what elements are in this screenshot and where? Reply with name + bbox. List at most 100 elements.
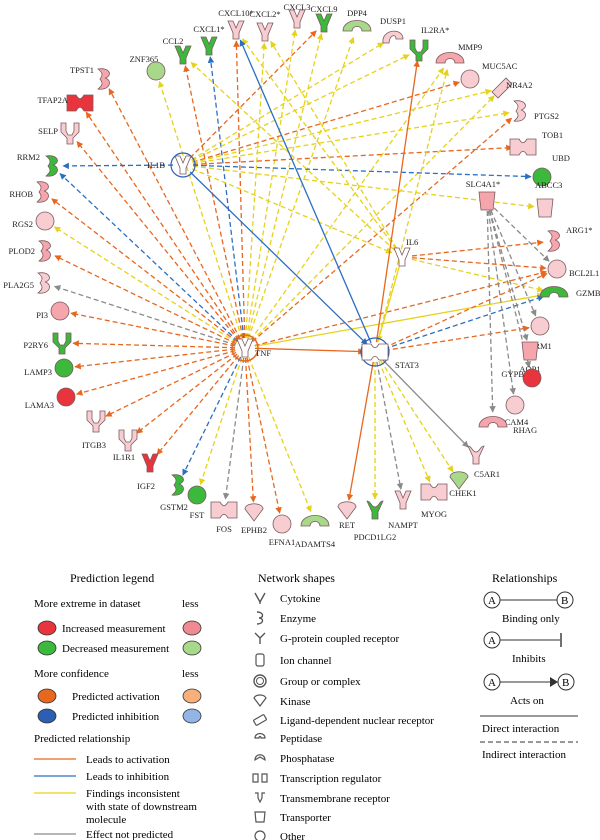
increased-light-swatch [182,620,202,636]
edge-il6-ccl2 [190,61,396,251]
node-slc4a1 [478,191,496,211]
node-nampt [394,490,412,510]
node-efna1 [272,514,292,534]
edge-tnf-tpst1 [108,88,241,340]
edge-tnf-bcl2l1 [254,269,547,347]
node-fos [210,501,238,519]
findings-label-1: Findings inconsistent [86,788,180,800]
node-pdcd1lg2 [366,500,384,520]
shape-label-kinase: Kinase [280,696,311,708]
inhibition-swatch [37,708,57,724]
increased-label: Increased measurement [62,623,166,635]
node-label-orm1: ORM1 [528,341,552,351]
acts-on-label: Acts on [510,695,544,707]
findings-label-2: with state of downstream [86,801,197,813]
shape-label-transcription-regulator: Transcription regulator [280,773,382,785]
shape-label-nuclear-receptor: Ligand-dependent nuclear receptor [280,715,434,727]
edge-tnf-il1r1 [136,353,238,434]
edge-tnf-p2ry6 [72,340,236,349]
node-pla2g5 [37,272,50,294]
kinase-icon [253,694,267,707]
shape-label-enzyme: Enzyme [280,613,316,625]
edge-stat3-c5ar1 [381,358,469,448]
node-nr4a2 [491,77,513,99]
shape-label-group: Group or complex [280,676,361,688]
node-gypb [522,368,542,388]
edge-il6-stat3 [376,266,400,343]
leads-activation-label: Leads to activation [86,754,170,766]
predicted-relationship-title: Predicted relationship [34,733,131,745]
inhibits-node-a-label: A [488,635,496,647]
shape-label-cytokine: Cytokine [280,593,320,605]
activation-label: Predicted activation [72,691,160,703]
edge-tnf-stat3 [254,347,365,355]
transmembrane-receptor-icon [255,792,265,804]
node-label-cxcl9: CXCL9 [311,4,338,14]
node-label-rrm2: RRM2 [17,152,40,162]
node-label-tnf: TNF [255,348,271,358]
node-label-cxcl3: CXCL3 [284,2,311,12]
edge-il6-arg1 [411,239,544,257]
node-lama3 [56,387,76,407]
network-diagram: IL1BIL6TNFSTAT3CCL2CXCL1*CXCL10*CXCL2*CX… [3,2,600,549]
activation-swatch [37,688,57,704]
edge-tnf-efna1 [246,357,282,514]
node-label-ccl2: CCL2 [163,36,184,46]
node-label-icam4: ICAM4 [502,417,529,427]
node-orm1 [530,316,550,336]
node-label-igf2: IGF2 [137,481,155,491]
node-label-ephb2: EPHB2 [241,525,267,535]
node-cxcl2 [256,22,274,42]
edge-tnf-selp [76,141,240,341]
more-extreme-label: More extreme in dataset [34,598,141,610]
edge-tnf-igf2 [156,355,240,456]
legend-panel: Prediction legend More extreme in datase… [34,571,578,840]
node-label-chek1: CHEK1 [449,488,476,498]
relationships-legend: Relationships A B Binding only A Inhibit… [480,571,578,761]
edge-il1b-abcc3 [192,165,535,210]
edge-tnf-fst [199,357,243,486]
edge-tnf-rgs2 [53,226,237,344]
edge-il6-cxcl2 [270,40,398,249]
edge-tnf-dpp4 [247,36,355,339]
node-fst [187,485,207,505]
edge-il1b-dusp1 [191,42,385,161]
edge-tnf-nr4a2 [251,95,495,342]
inhibition-label: Predicted inhibition [72,711,160,723]
edge-slc4a1-gypb [488,210,531,368]
acts-on-node-a-label: A [488,677,496,689]
cytokine-icon [254,592,266,604]
node-ubd [532,167,552,187]
node-label-fos: FOS [216,524,232,534]
edge-il1b-tob1 [192,144,513,166]
node-label-adamts4: ADAMTS4 [295,539,336,549]
node-arg1 [547,230,560,252]
node-dpp4 [342,20,372,32]
node-myog [420,483,448,501]
activation-light-swatch [182,688,202,704]
node-cxcl10 [227,20,245,40]
edge-stat3-gzmb [384,295,545,350]
node-label-arg1: ARG1* [566,225,592,235]
shape-label-phosphatase: Phosphatase [280,753,335,765]
more-confidence-label: More confidence [34,668,109,680]
node-label-tob1: TOB1 [542,130,563,140]
transcription-regulator-icon [252,773,268,783]
node-label-rhob: RHOB [9,189,33,199]
node-label-stat3: STAT3 [395,360,419,370]
edge-il1b-il2ra [191,54,410,162]
edge-tnf-cxcl3 [245,29,298,339]
node-label-lamp3: LAMP3 [24,367,52,377]
ion-channel-icon [255,653,265,667]
edge-tnf-cxcl9 [246,33,324,339]
node-chek1 [449,471,469,490]
node-label-pla2g5: PLA2G5 [3,280,34,290]
acts-on-node-b [557,673,575,691]
node-tob1 [509,138,537,156]
node-itgb3 [86,410,106,433]
node-label-muc5ac: MUC5AC [482,61,518,71]
edge-layer [51,29,550,514]
edge-tnf-rhob [51,198,238,343]
node-label-gzmb: GZMB [576,288,600,298]
binding-node-b-label: B [561,595,568,607]
